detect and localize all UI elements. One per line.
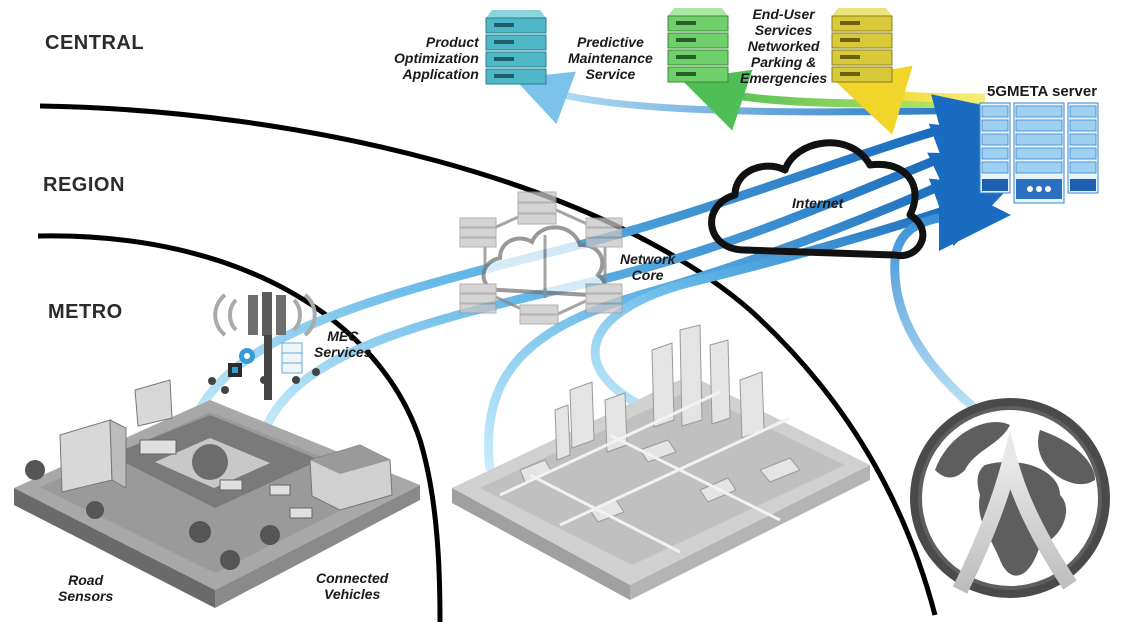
flow-arrow-enduser: [833, 65, 986, 135]
app-label-line: Product: [425, 34, 479, 50]
zone-label-central: CENTRAL: [45, 32, 145, 54]
app-label-line: Predictive: [576, 34, 644, 50]
flow-globe: [890, 179, 1018, 444]
app-label-product: Product Optimization Application: [394, 34, 479, 82]
server-rack-icon: [667, 8, 729, 83]
app-label-line: Networked: [747, 38, 820, 54]
app-label-line: End-User: [752, 6, 815, 22]
app-label-enduser: End-User Services Networked Parking & Em…: [740, 6, 827, 86]
app-label-line: Services: [754, 22, 813, 38]
gear-icon: [239, 348, 255, 364]
app-label-line: Parking &: [750, 54, 817, 70]
mec-label-line: Services: [314, 344, 372, 360]
connected-vehicles-label-line: Connected: [316, 570, 389, 586]
cloud-icon: [708, 139, 927, 259]
internet-label: Internet: [792, 195, 844, 211]
mec-services-label: MEC Services: [314, 328, 372, 360]
flow-city-2: [590, 178, 1009, 425]
road-sensors-label-line: Road: [68, 572, 104, 588]
mec-label-line: MEC: [327, 328, 359, 344]
app-label-predictive: Predictive Maintenance Service: [568, 34, 653, 82]
road-sensors-label: Road Sensors: [58, 572, 113, 604]
region-city-illustration: [452, 324, 870, 600]
network-core-icon: [459, 191, 623, 325]
region-metro-boundary: [37, 233, 443, 623]
zone-label-metro: METRO: [48, 301, 123, 323]
chip-icon: [228, 363, 242, 377]
central-region-boundary: [39, 103, 938, 616]
metro-city-illustration: [14, 379, 420, 608]
road-sensors-label-line: Sensors: [58, 588, 114, 604]
5gmeta-server-icon: [979, 102, 1099, 204]
database-icon: [281, 342, 303, 374]
app-label-line: Service: [585, 66, 636, 82]
app-label-line: Emergencies: [740, 70, 828, 86]
network-core-label: Network Core: [620, 251, 675, 283]
app-label-line: Optimization: [394, 50, 479, 66]
app-label-line: Maintenance: [568, 50, 653, 66]
network-core-label-line: Network: [620, 251, 676, 267]
server-label: 5GMETA server: [987, 83, 1098, 100]
flow-city-1: [484, 152, 1008, 471]
connected-vehicles-label: Connected Vehicles: [316, 570, 388, 602]
zone-label-region: REGION: [43, 174, 125, 196]
server-rack-icon: [831, 8, 893, 83]
globe-icon: [910, 398, 1110, 598]
connected-vehicles-label-line: Vehicles: [324, 586, 381, 602]
app-label-line: Application: [402, 66, 479, 82]
server-rack-icon: [485, 10, 547, 85]
sensor-dots: [208, 368, 320, 394]
cell-tower-icon: [213, 292, 317, 400]
network-core-label-line: Core: [631, 267, 664, 283]
